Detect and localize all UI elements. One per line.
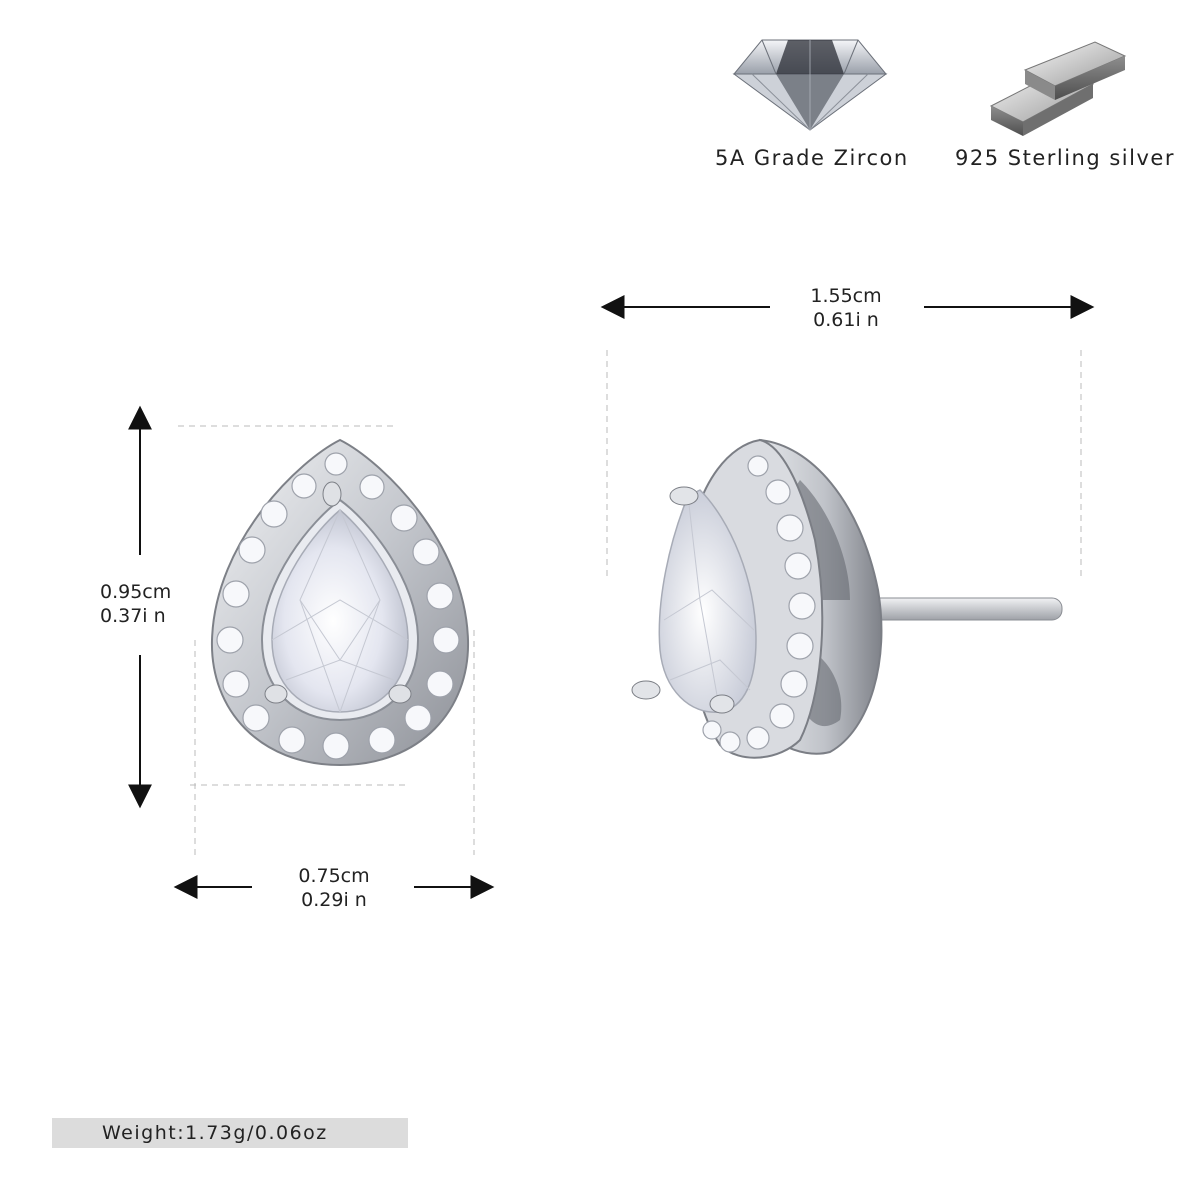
weight-bar: Weight:1.73g/0.06oz (52, 1118, 408, 1148)
height-cm: 0.95cm (100, 581, 172, 603)
front-view-dimension-diagram (128, 405, 495, 899)
side-view-dimension-diagram (600, 295, 1095, 759)
width-label: 0.75cm 0.29i n (284, 864, 384, 912)
zircon-label: 5A Grade Zircon (715, 146, 909, 170)
length-label: 1.55cm 0.61i n (796, 284, 896, 332)
width-inch: 0.29i n (301, 889, 367, 911)
weight-label: Weight:1.73g/0.06oz (102, 1122, 328, 1144)
silver-label: 925 Sterling silver (955, 146, 1175, 170)
length-cm: 1.55cm (810, 285, 882, 307)
front-earring-image (210, 438, 470, 767)
side-earring-image (631, 438, 1063, 759)
silver-bars-icon (989, 41, 1127, 136)
height-inch: 0.37i n (100, 605, 166, 627)
length-inch: 0.61i n (813, 309, 879, 331)
width-cm: 0.75cm (298, 865, 370, 887)
height-label: 0.95cm 0.37i n (100, 580, 190, 628)
gemstone-icon (732, 39, 888, 131)
